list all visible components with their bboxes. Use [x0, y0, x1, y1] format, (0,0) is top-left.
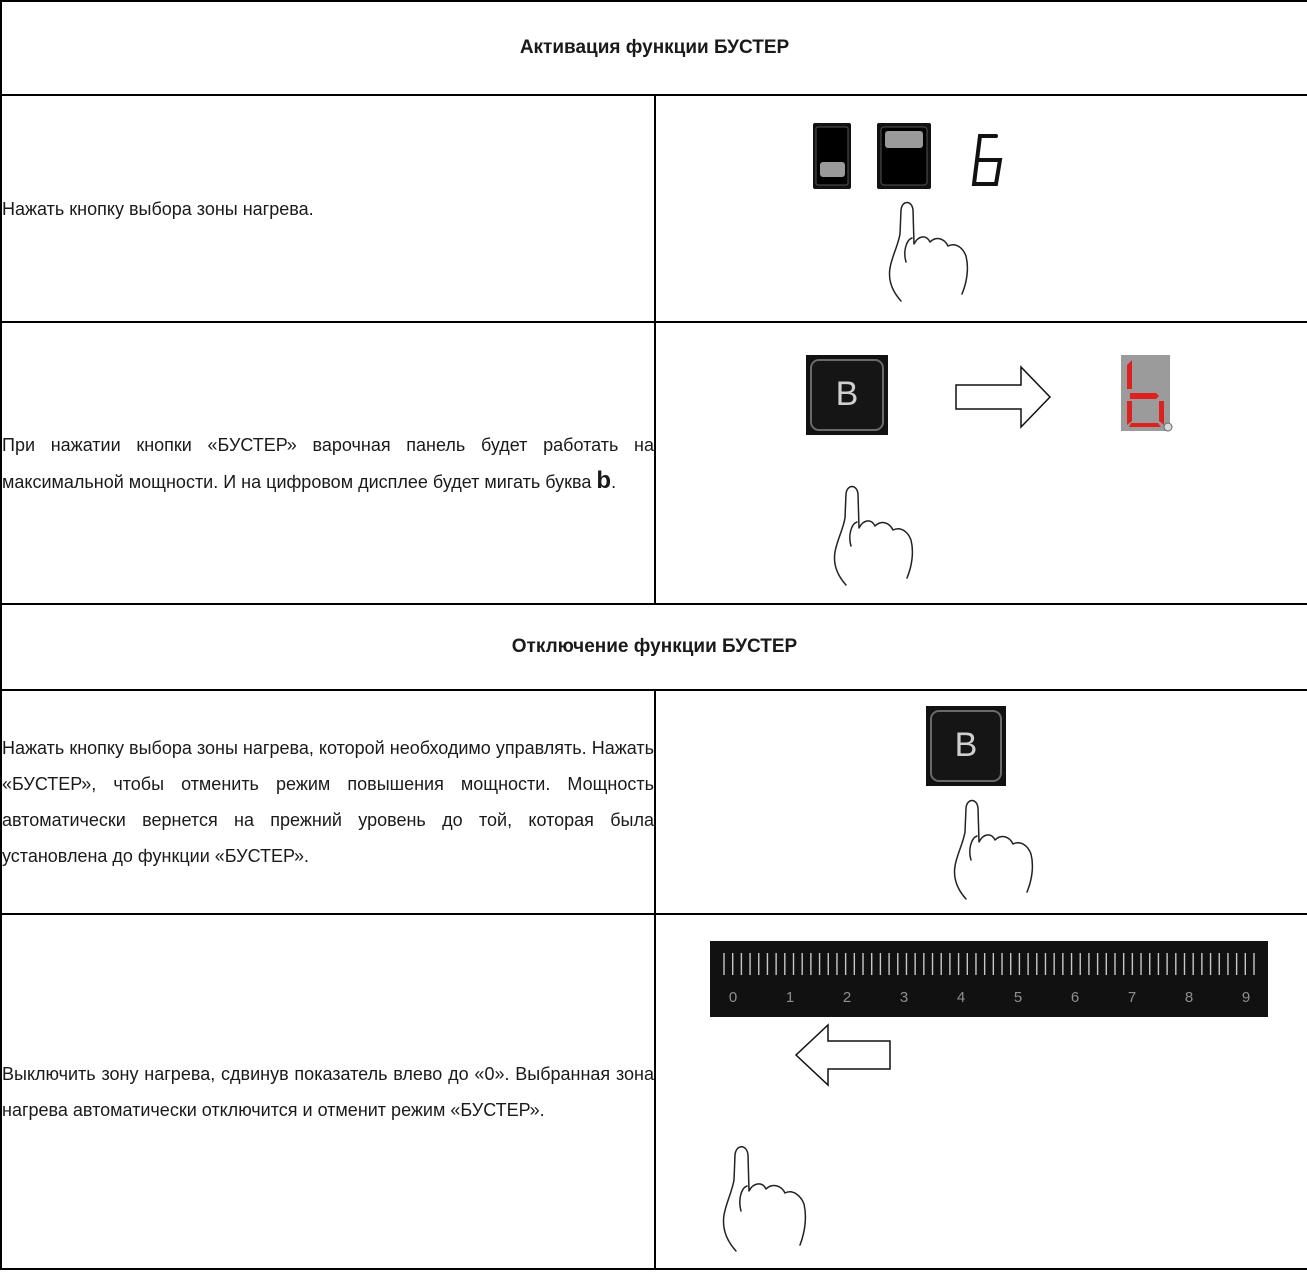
power-slider[interactable]: 0 1 2 3 4 5 6 7 8 9 [710, 941, 1268, 1017]
booster-button-label: B [836, 375, 859, 413]
zone-select-key-front-icon [877, 123, 931, 189]
slider-scale-label-2: 2 [843, 989, 851, 1006]
seven-segment-digit-6 [971, 134, 1003, 186]
slider-scale-label-5: 5 [1014, 989, 1022, 1006]
slider-svg: 0 1 2 3 4 5 6 7 8 9 [710, 941, 1268, 1252]
slider-scale-label-4: 4 [957, 989, 965, 1006]
deactivation-step2-illustration: 0 1 2 3 4 5 6 7 8 9 [653, 913, 1307, 1270]
slider-scale-labels: 0 1 2 3 4 5 6 7 8 9 [729, 989, 1250, 1006]
booster-activate-svg: B [806, 355, 1173, 586]
activation-step2-illustration: B [653, 321, 1307, 605]
deactivation-header-row: Отключение функции БУСТЕР [0, 603, 1307, 691]
deactivation-step1-text: Нажать кнопку выбора зоны нагрева, котор… [0, 689, 656, 915]
booster-deactivate-svg: B [926, 706, 1034, 900]
deactivation-step2-row: Выключить зону нагрева, сдвинув показате… [0, 913, 1307, 1270]
finger-hand-icon [722, 1146, 807, 1252]
display-digit: 6 [1046, 195, 1047, 197]
arrow-left-icon [794, 1023, 891, 1087]
slider-scale-label-9: 9 [1242, 989, 1250, 1006]
activation-step2-text-main: При нажатии кнопки «БУСТЕР» варочная пан… [2, 434, 654, 492]
deactivation-step2-text: Выключить зону нагрева, сдвинув показате… [0, 913, 656, 1270]
activation-step2-letter: b [596, 466, 612, 494]
slider-ticks [723, 953, 1255, 975]
finger-hand-icon [888, 201, 969, 302]
booster-button[interactable]: B [806, 355, 888, 435]
zone-select-svg: 6 [813, 123, 1047, 302]
deactivation-title: Отключение функции БУСТЕР [0, 603, 1307, 691]
slider-scale-label-0: 0 [729, 989, 737, 1006]
booster-button[interactable]: B [926, 706, 1006, 786]
activation-step1-row: Нажать кнопку выбора зоны нагрева. [0, 94, 1307, 323]
slider-scale-label-3: 3 [900, 989, 908, 1006]
activation-header-row: Активация функции БУСТЕР [0, 0, 1307, 96]
activation-title: Активация функции БУСТЕР [0, 0, 1307, 96]
slider-scale-label-1: 1 [786, 989, 794, 1006]
deactivation-step1-row: Нажать кнопку выбора зоны нагрева, котор… [0, 689, 1307, 915]
slider-scale-label-8: 8 [1185, 989, 1193, 1006]
slider-scale-label-6: 6 [1071, 989, 1079, 1006]
activation-step1-illustration: 6 [653, 94, 1307, 323]
finger-hand-icon [833, 485, 914, 586]
finger-hand-icon [953, 799, 1034, 900]
booster-button-label: B [955, 726, 978, 764]
slider-scale-label-7: 7 [1128, 989, 1136, 1006]
activation-step2-text: При нажатии кнопки «БУСТЕР» варочная пан… [0, 321, 656, 605]
activation-step2-row: При нажатии кнопки «БУСТЕР» варочная пан… [0, 321, 1307, 605]
zone-select-key-rear-icon [813, 123, 851, 189]
activation-step1-text: Нажать кнопку выбора зоны нагрева. [0, 94, 656, 323]
led-display-b [1121, 355, 1173, 432]
activation-step2-period: . [611, 471, 617, 492]
arrow-right-icon [955, 365, 1052, 429]
deactivation-step1-illustration: B [653, 689, 1307, 915]
